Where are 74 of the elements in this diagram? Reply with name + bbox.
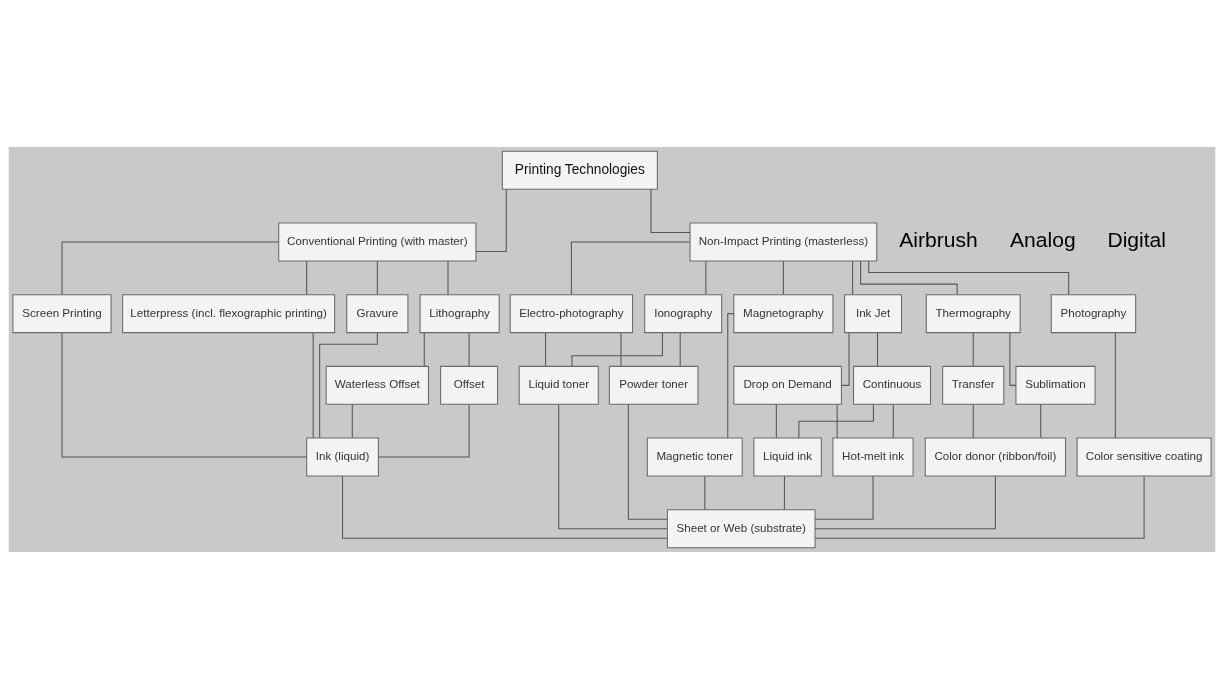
node-box: Sheet or Web (substrate) <box>666 508 816 548</box>
connector <box>679 331 681 367</box>
connector <box>775 403 777 438</box>
connector <box>650 188 691 233</box>
node-box: Drop on Demand <box>733 365 842 405</box>
node-box: Waterless Offset <box>325 365 429 405</box>
connector <box>972 331 974 367</box>
node-box: Printing Technologies <box>501 150 658 190</box>
connector <box>852 260 854 295</box>
label: Airbrush <box>899 227 978 251</box>
node-box: Electro-photography <box>509 293 634 333</box>
node-box: Thermography <box>925 293 1021 333</box>
connector <box>972 403 974 438</box>
node-box: Letterpress (incl. flexographic printing) <box>122 293 336 333</box>
connector <box>475 188 507 252</box>
connector <box>447 260 449 295</box>
connector <box>558 403 668 529</box>
node-box: Ink (liquid) <box>306 437 379 477</box>
connector <box>620 331 622 367</box>
node-box: Ionography <box>644 293 723 333</box>
connector <box>814 475 1145 539</box>
connector <box>571 331 663 367</box>
node-box: Liquid toner <box>518 365 599 405</box>
connector <box>570 240 691 295</box>
connector <box>705 260 707 295</box>
connector <box>814 475 874 520</box>
connector <box>312 331 314 438</box>
connector <box>306 260 308 295</box>
connector <box>545 331 547 367</box>
connector <box>1040 403 1042 438</box>
connector <box>814 475 996 529</box>
node-box: Continuous <box>853 365 932 405</box>
connector <box>1114 331 1116 438</box>
connector <box>783 475 785 510</box>
connector <box>376 260 378 295</box>
node-box: Sublimation <box>1015 365 1096 405</box>
connector <box>61 240 279 295</box>
node-box: Lithography <box>419 293 500 333</box>
connector <box>377 403 470 458</box>
node-box: Screen Printing <box>12 293 112 333</box>
connector <box>704 475 706 510</box>
connector <box>319 331 378 438</box>
connector <box>627 403 668 520</box>
node-box: Gravure <box>346 293 409 333</box>
node-box: Magnetic toner <box>646 437 743 477</box>
connector <box>342 475 668 539</box>
node-box: Color donor (ribbon/foil) <box>924 437 1067 477</box>
label: Digital <box>1107 227 1166 251</box>
connector <box>877 331 879 367</box>
node-box: Powder toner <box>608 365 699 405</box>
node-box: Hot-melt ink <box>832 437 914 477</box>
connector <box>1009 331 1017 386</box>
connector <box>868 260 1070 295</box>
node-box: Liquid ink <box>753 437 822 477</box>
node-box: Magnetography <box>733 293 834 333</box>
connector <box>860 260 958 295</box>
node-box: Ink Jet <box>844 293 903 333</box>
connector <box>836 403 838 438</box>
connector <box>423 331 425 367</box>
connector <box>61 331 307 458</box>
node-box: Photography <box>1050 293 1137 333</box>
label: Analog <box>1010 227 1076 251</box>
connector <box>798 403 874 438</box>
connector <box>892 403 894 438</box>
connector <box>727 312 735 439</box>
connector <box>468 331 470 367</box>
node-box: Non-Impact Printing (masterless) <box>689 221 878 261</box>
node-box: Offset <box>440 365 499 405</box>
connector <box>351 403 353 438</box>
node-box: Conventional Printing (with master) <box>278 221 477 261</box>
node-box: Color sensitive coating <box>1076 437 1212 477</box>
connector <box>841 331 850 386</box>
node-box: Transfer <box>942 365 1005 405</box>
connector <box>782 260 784 295</box>
